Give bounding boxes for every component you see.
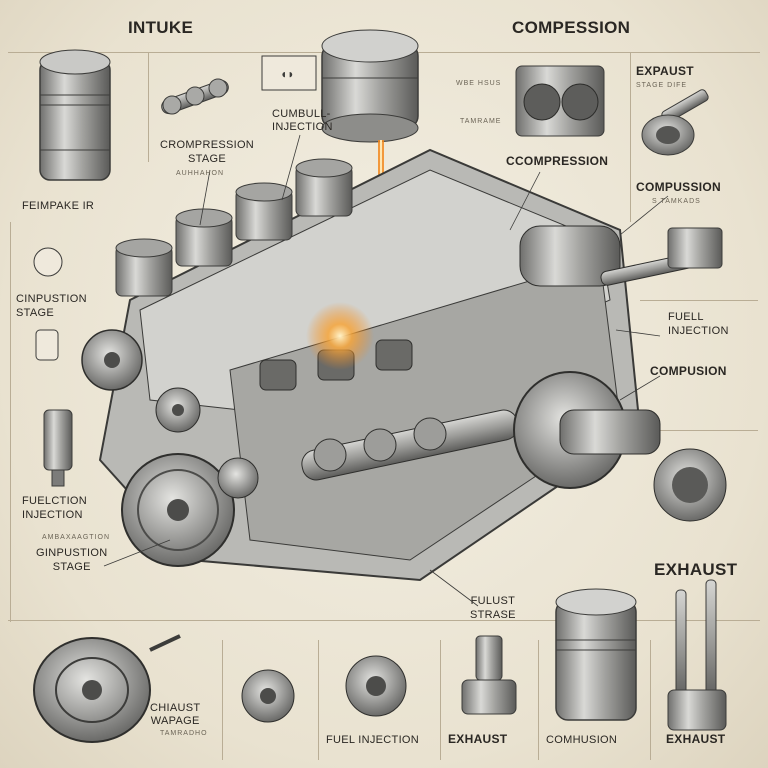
frame-line-right	[630, 52, 631, 222]
label-fuel-injection-right: FUELL INJECTION	[668, 311, 729, 337]
label-compussion: COMPUSSION	[636, 180, 722, 194]
pulley-icon	[81, 329, 259, 567]
frame-line-mid-right	[640, 300, 758, 301]
frame-line-bottom-col5	[650, 640, 651, 760]
label-fuel-injection-bottom: FUEL INJECTION	[326, 734, 420, 746]
fan-icon	[33, 634, 181, 743]
frame-line-left2	[10, 222, 11, 622]
label-compression-stage-1: CROMPRESSION STAGE	[160, 139, 255, 165]
injector-icon	[667, 227, 723, 269]
svg-text:◖◗: ◖◗	[280, 67, 295, 81]
label-tiny-left: AUHHAHON	[176, 170, 225, 177]
label-compussion-sub: S TAMKADS	[652, 198, 701, 205]
injector-icon	[461, 635, 517, 715]
injector-icon	[43, 409, 73, 487]
label-tiny-top: WBE HSUS	[456, 80, 502, 87]
camshaft-icon	[161, 78, 229, 115]
spark-plug-icon	[667, 579, 727, 731]
label-tiny-top2: TAMRAME	[460, 118, 502, 125]
label-chiaust-wapage: CHIAUST WAPAGE	[150, 702, 201, 727]
frame-line-left	[148, 52, 149, 162]
piston-icon	[321, 29, 419, 143]
label-compusion-right: COMPUSION	[650, 364, 727, 378]
piston-icon	[39, 49, 111, 181]
label-comhusion-bottom: COMHUSION	[546, 734, 618, 746]
valve-icon	[641, 89, 709, 156]
label-chiaust-sub: TAMRADHO	[160, 730, 208, 737]
label-feimpake: FEIMPAKE IR	[22, 200, 95, 212]
frame-line-bottom	[8, 620, 760, 621]
frame-line-bottom-col4	[538, 640, 539, 760]
label-exhaust-right: EXHAUST	[654, 560, 738, 579]
label-exhaust-bottom-1: EXHAUST	[448, 732, 508, 746]
cylinder-block-icon	[515, 65, 605, 137]
bracket-icon	[261, 55, 317, 91]
label-fulust-strase: FULUST STRASE	[470, 595, 516, 621]
label-ginpusion-stage-top: AMBAXAAGTION	[42, 534, 111, 541]
label-exhaust-bottom-2: EXHAUST	[666, 732, 726, 746]
piston-icon	[115, 158, 353, 297]
piston-icon	[555, 588, 637, 721]
frame-line-bottom-col2	[318, 640, 319, 760]
label-ginpusion-stage: GINPUSTION STAGE	[36, 547, 108, 573]
frame-line-mid-right2	[640, 430, 758, 431]
label-exhaust-top: EXPAUST	[636, 64, 694, 78]
frame-line-bottom-col1	[222, 640, 223, 760]
label-fuelction-injection: FUELCTION INJECTION	[22, 495, 88, 521]
label-compession: COMPESSION	[512, 18, 631, 37]
label-compression-mid: CCOMPRESSION	[506, 154, 609, 168]
frame-line-bottom-col3	[440, 640, 441, 760]
label-intake: INTUKE	[128, 18, 194, 37]
label-exhaust-top-sub: STAGE DIFE	[636, 82, 688, 89]
label-cumbull-injection: CUMBULL- INJECTION	[272, 108, 333, 133]
label-cinpusion-stage: CINPUSTION STAGE	[16, 293, 87, 319]
